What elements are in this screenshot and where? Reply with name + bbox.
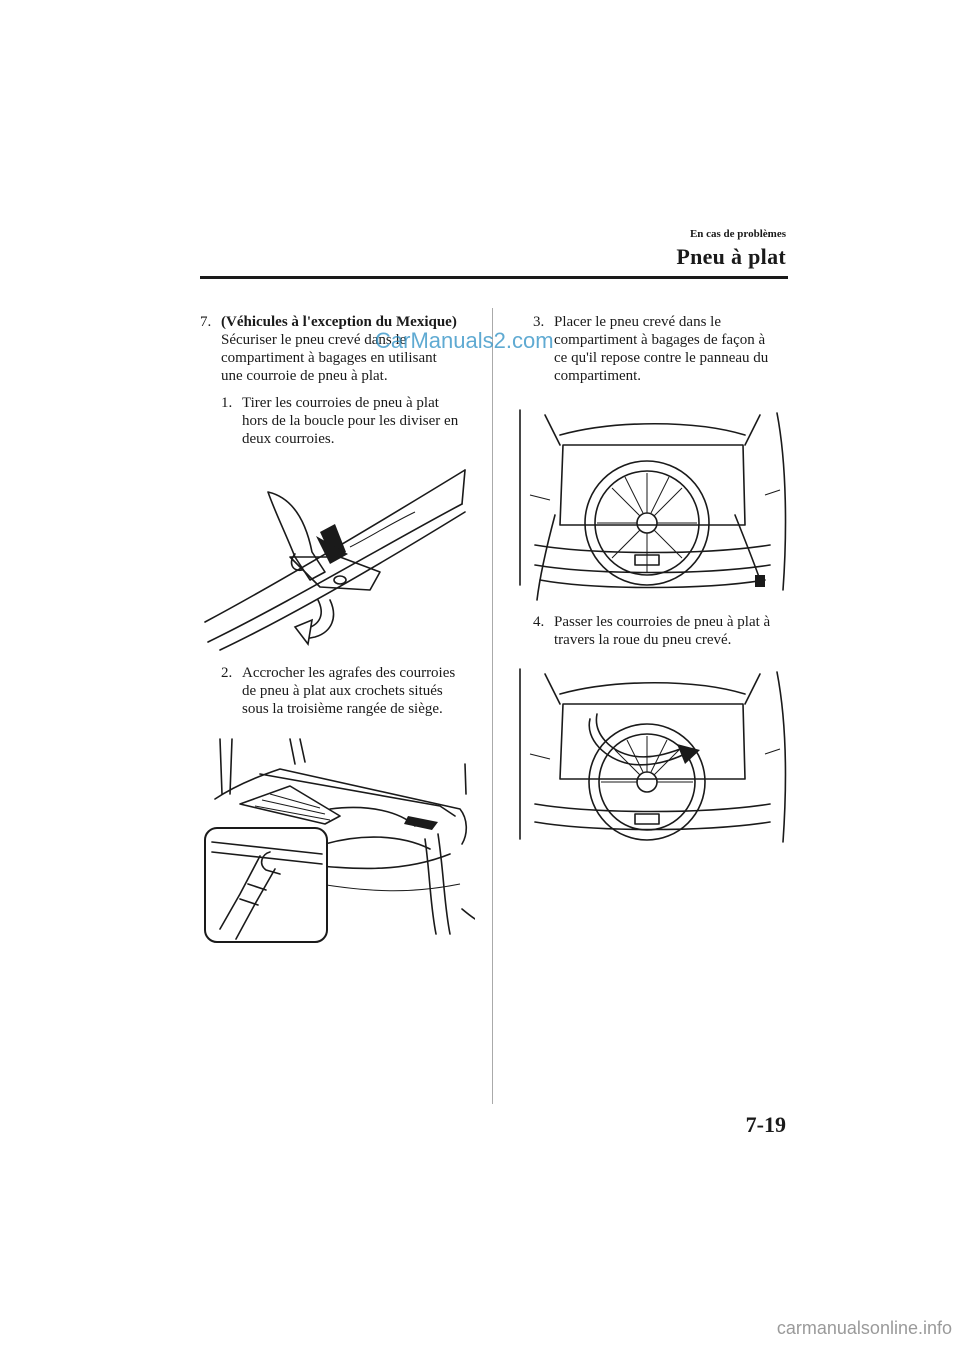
step-text-line: Sécuriser le pneu crevé dans le xyxy=(221,332,407,348)
section-label: En cas de problèmes xyxy=(689,228,786,240)
substep-text-line: Placer le pneu crevé dans le xyxy=(554,314,721,330)
substep-text-line: de pneu à plat aux crochets situés xyxy=(242,683,443,699)
cargo-hook-illustration xyxy=(204,738,475,943)
substep-number: 2. xyxy=(221,665,233,681)
step-text-line: compartiment à bagages en utilisant xyxy=(221,350,437,366)
page-number: 7-19 xyxy=(745,1112,786,1137)
substep-text-line: sous la troisième rangée de siège. xyxy=(242,701,443,717)
step-number: 7. xyxy=(200,314,212,330)
substep-text-line: ce qu'il repose contre le panneau du xyxy=(554,350,769,366)
strap-buckle-illustration xyxy=(204,469,466,651)
step-text-line: une courroie de pneu à plat. xyxy=(221,368,388,384)
footer-link[interactable]: carmanualsonline.info xyxy=(776,1318,952,1338)
header-rule xyxy=(200,276,788,279)
substep-number: 4. xyxy=(533,614,545,630)
column-divider xyxy=(492,308,493,1104)
strap-through-wheel-illustration xyxy=(519,668,787,843)
substep-text-line: Tirer les courroies de pneu à plat xyxy=(242,395,439,411)
tire-in-cargo-illustration xyxy=(519,409,787,601)
page-title: Pneu à plat xyxy=(676,244,786,269)
step-heading: (Véhicules à l'exception du Mexique) xyxy=(221,314,457,330)
substep-number: 3. xyxy=(533,314,545,330)
substep-number: 1. xyxy=(221,395,233,411)
watermark: CarManuals2.com xyxy=(375,328,554,353)
substep-text-line: compartiment. xyxy=(554,368,642,384)
substep-text-line: deux courroies. xyxy=(242,431,335,447)
substep-text-line: Accrocher les agrafes des courroies xyxy=(242,665,456,681)
substep-text-line: hors de la boucle pour les diviser en xyxy=(242,413,459,429)
substep-text-line: compartiment à bagages de façon à xyxy=(554,332,766,348)
substep-text-line: travers la roue du pneu crevé. xyxy=(554,632,732,648)
substep-text-line: Passer les courroies de pneu à plat à xyxy=(554,614,771,630)
